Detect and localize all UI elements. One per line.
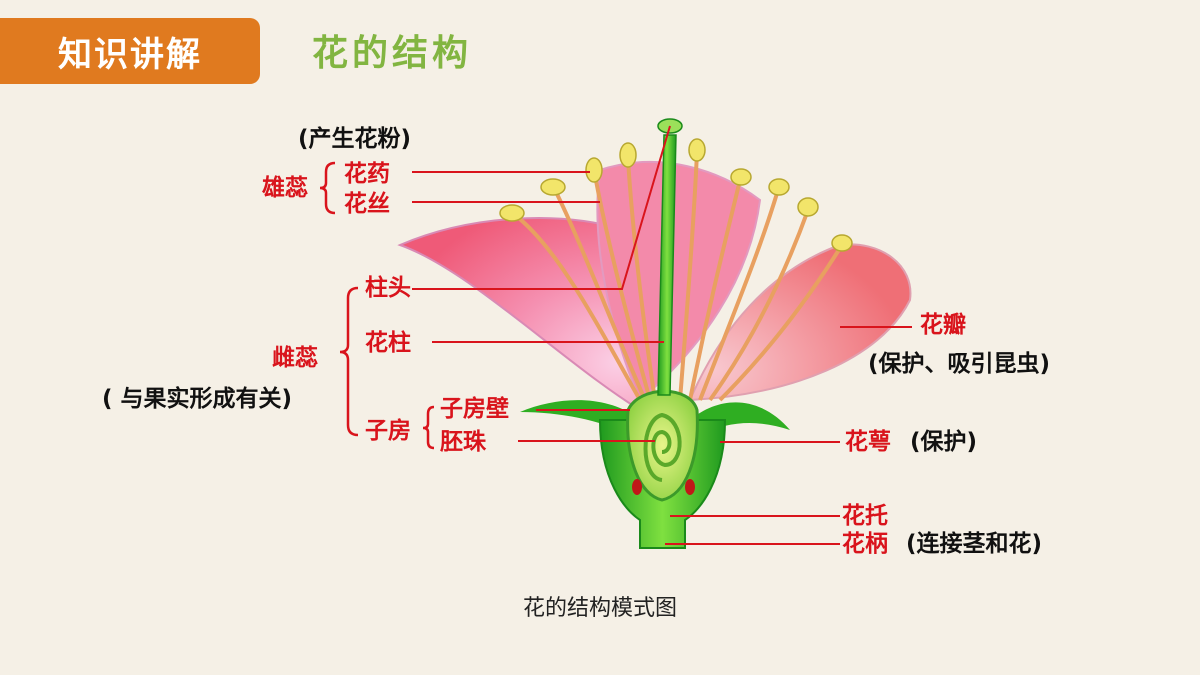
label-pedicel: 花柄: [842, 531, 888, 557]
label-pistil: 雌蕊: [272, 345, 318, 371]
label-filament: 花丝: [344, 191, 390, 217]
label-ovary: 子房: [365, 418, 411, 444]
pistil-note: ( 与果实形成有关): [102, 386, 293, 412]
section-badge: 知识讲解: [0, 18, 260, 84]
pedicel-note: (连接茎和花): [906, 531, 1043, 557]
petal-note: (保护、吸引昆虫): [868, 351, 1051, 377]
label-stamen: 雄蕊: [262, 175, 308, 201]
label-anther: 花药: [344, 161, 390, 187]
style: [657, 134, 677, 396]
label-ovule: 胚珠: [440, 429, 486, 455]
pointer-lines: [412, 125, 912, 545]
anthers: [499, 138, 853, 252]
slide-title: 花的结构: [312, 33, 473, 74]
filaments: [513, 151, 844, 402]
sepal-note: (保护): [910, 429, 978, 455]
braces: [319, 161, 435, 450]
label-petal: 花瓣: [920, 312, 966, 338]
label-stigma: 柱头: [365, 275, 411, 301]
diagram-caption: 花的结构模式图: [522, 596, 677, 621]
label-style: 花柱: [365, 330, 411, 356]
petal-right: [688, 243, 912, 402]
label-ovary-wall: 子房壁: [440, 396, 509, 422]
label-sepal: 花萼: [845, 429, 891, 455]
pollen-note: (产生花粉): [298, 126, 412, 152]
label-receptacle: 花托: [842, 503, 888, 529]
